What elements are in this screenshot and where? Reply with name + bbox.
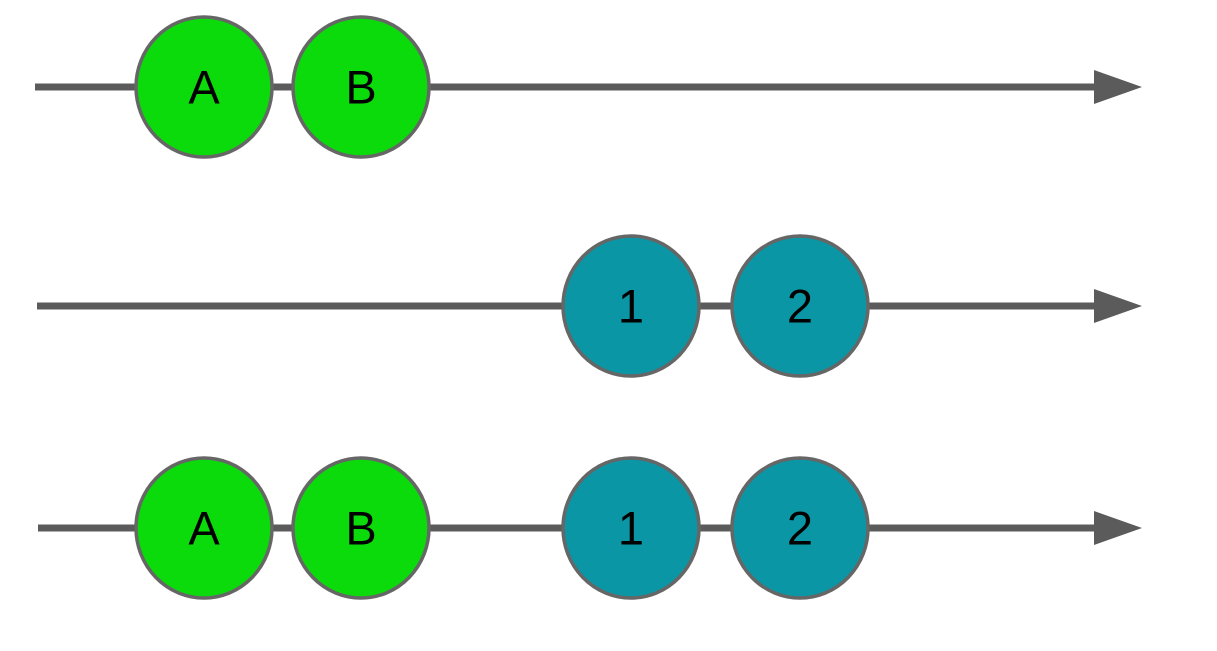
arrowhead-icon [1094,289,1142,323]
marble-A [134,15,274,159]
arrowhead-icon [1094,511,1142,545]
marble-label-1: 1 [618,502,644,555]
marble-2 [730,456,870,600]
marble-B [291,15,431,159]
arrowhead-icon [1094,70,1142,104]
marble-1 [561,234,701,378]
marble-label-A: A [188,502,220,555]
timeline-result-stream: A B 1 2 [38,456,1142,600]
marble-label-2: 2 [787,280,813,333]
marble-2 [730,234,870,378]
marble-label-B: B [345,502,376,555]
marble-label-1: 1 [618,280,644,333]
marble-A [134,456,274,600]
marble-label-A: A [188,61,220,114]
marble-1 [561,456,701,600]
marble-B [291,456,431,600]
marble-label-B: B [345,61,376,114]
marble-label-2: 2 [787,502,813,555]
